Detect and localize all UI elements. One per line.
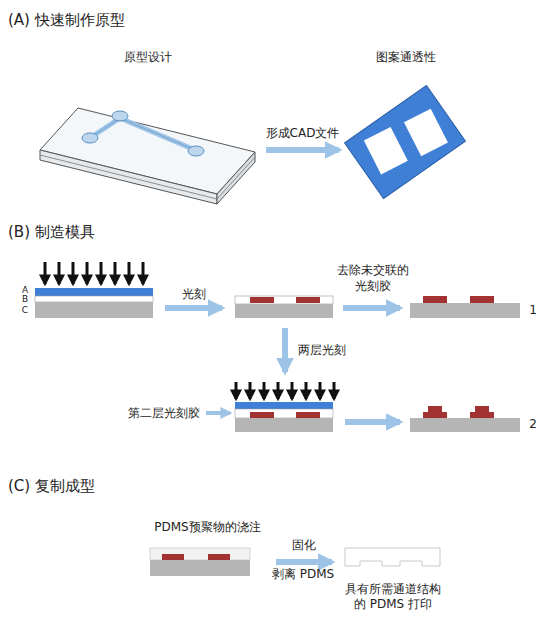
callout-number: 2 bbox=[526, 416, 540, 432]
section-heading: (C) 复制成型 bbox=[8, 476, 228, 496]
section-heading: (B) 制造模具 bbox=[8, 222, 228, 242]
step-label: B bbox=[18, 295, 32, 304]
photomask bbox=[345, 85, 466, 198]
chip-drawing bbox=[40, 108, 255, 204]
edge-label: 固化 bbox=[290, 538, 318, 553]
step-label: 第二层光刻胶 bbox=[128, 405, 204, 421]
uv-arrow bbox=[263, 382, 266, 399]
process-arrows bbox=[165, 308, 400, 422]
uv-arrow bbox=[128, 262, 131, 284]
uv-arrow bbox=[235, 382, 238, 399]
flow-arrow bbox=[276, 559, 332, 565]
uv-arrow bbox=[319, 382, 322, 399]
pdms-casting bbox=[150, 548, 250, 576]
uv-arrow bbox=[114, 262, 117, 284]
edge-label: 形成CAD文件 bbox=[264, 126, 342, 141]
two-layer-mold bbox=[410, 406, 520, 432]
pdms-print: 具有所需通道结构 的 PDMS 打印 bbox=[338, 542, 448, 612]
uv-arrow bbox=[86, 262, 89, 284]
flow-arrow bbox=[266, 147, 339, 153]
pdms-replica bbox=[345, 548, 440, 566]
section-heading: (A) 快速制作原型 bbox=[8, 10, 228, 30]
uv-arrow bbox=[72, 262, 75, 284]
uv-arrow bbox=[291, 382, 294, 399]
step-label: C bbox=[18, 306, 32, 315]
casting-step: PDMS预聚物的浇注 bbox=[145, 520, 270, 582]
uv-arrow bbox=[142, 262, 145, 284]
single-layer-mold bbox=[410, 296, 520, 318]
uv-arrow bbox=[305, 382, 308, 399]
callout-number: 1 bbox=[526, 302, 540, 318]
step-label: 两层光刻 bbox=[298, 342, 368, 358]
exposed-wafer bbox=[235, 296, 333, 318]
pointer-arrow bbox=[206, 411, 230, 415]
uv-arrow bbox=[333, 382, 336, 399]
step-label: 光刻 bbox=[165, 286, 223, 302]
second-layer-stack bbox=[235, 382, 334, 432]
uv-arrow bbox=[58, 262, 61, 284]
uv-arrow bbox=[277, 382, 280, 399]
uv-arrow bbox=[44, 262, 47, 284]
uv-arrow bbox=[100, 262, 103, 284]
wafer-stack bbox=[35, 262, 153, 318]
step-label: A bbox=[18, 286, 32, 295]
step-label: 去除未交联的 光刻胶 bbox=[334, 262, 412, 294]
node-label: 原型设计 bbox=[48, 50, 248, 65]
step-label: 剥离 PDMS bbox=[266, 566, 340, 582]
node-label: PDMS预聚物的浇注 bbox=[145, 520, 270, 535]
node-label: 图案通透性 bbox=[351, 50, 461, 65]
mask-pattern: 图案通透性 bbox=[345, 50, 467, 210]
prototype-design: 原型设计 bbox=[35, 50, 260, 205]
uv-arrow bbox=[249, 382, 252, 399]
node-label: 具有所需通道结构 的 PDMS 打印 bbox=[343, 582, 443, 612]
